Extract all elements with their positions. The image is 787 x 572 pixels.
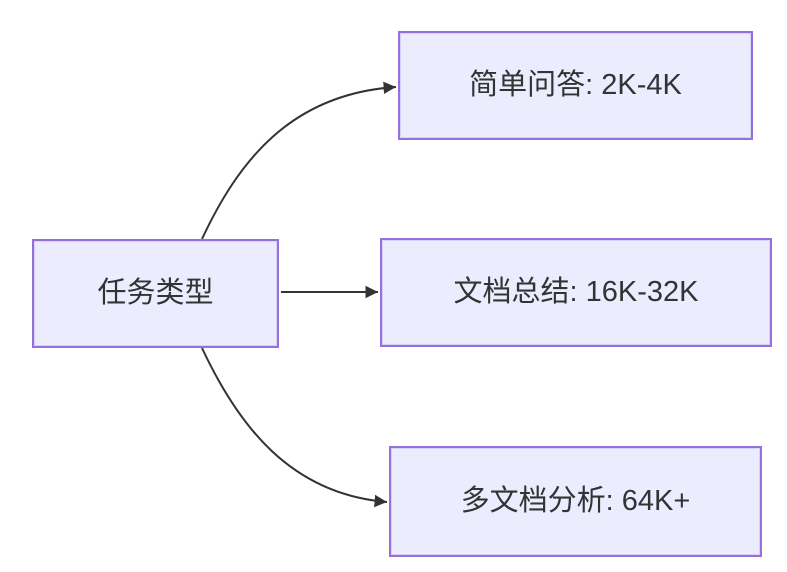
edge-root-to-simple-qa xyxy=(201,81,397,240)
edge-root-to-multidoc-analysis xyxy=(201,347,388,508)
node-task-type-label: 任务类型 xyxy=(97,277,214,310)
node-simple-qa-label: 简单问答: 2K-4K xyxy=(469,69,682,102)
node-simple-qa: 简单问答: 2K-4K xyxy=(398,31,753,140)
node-doc-summary: 文档总结: 16K-32K xyxy=(380,238,772,347)
node-multidoc-analysis-label: 多文档分析: 64K+ xyxy=(460,485,691,518)
node-doc-summary-label: 文档总结: 16K-32K xyxy=(453,276,699,309)
node-multidoc-analysis: 多文档分析: 64K+ xyxy=(389,446,762,557)
node-task-type: 任务类型 xyxy=(32,239,279,348)
